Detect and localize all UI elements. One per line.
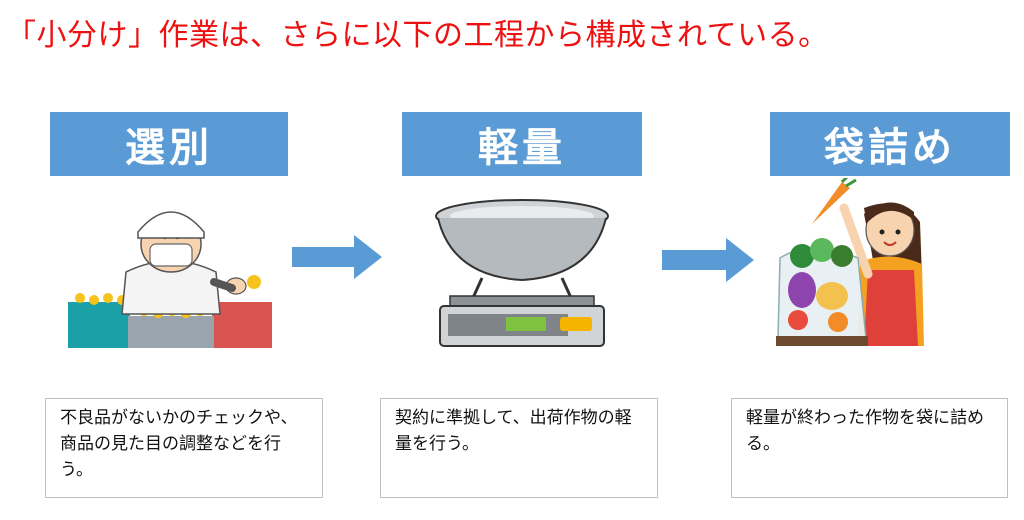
headline: 「小分け」作業は、さらに以下の工程から構成されている。	[6, 18, 829, 53]
step-header-bagging: 袋詰め	[770, 112, 1010, 176]
step-description-bagging: 軽量が終わった作物を袋に詰める。	[731, 398, 1008, 498]
arrow-right-icon	[292, 235, 382, 279]
arrow-right-icon	[662, 238, 754, 282]
scale-bowl-illustration	[435, 199, 609, 347]
bagging-woman-illustration	[776, 178, 924, 346]
step-header-sorting: 選別	[50, 112, 288, 176]
step-description-weighing: 契約に準拠して、出荷作物の軽量を行う。	[380, 398, 658, 498]
sorting-worker-illustration	[68, 211, 272, 348]
step-header-weighing: 軽量	[402, 112, 642, 176]
step-description-sorting: 不良品がないかのチェックや、商品の見た目の調整などを行う。	[45, 398, 323, 498]
